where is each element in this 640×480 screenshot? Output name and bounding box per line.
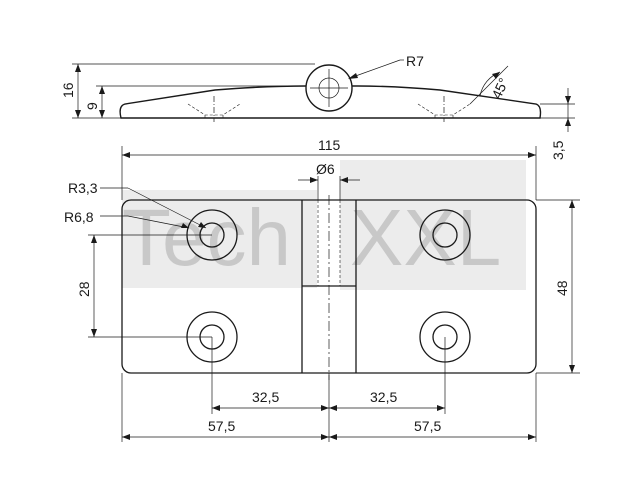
dim-side-radius-knuckle: R7 — [406, 53, 424, 69]
dim-hole-spacing-vertical: 28 — [76, 281, 92, 297]
watermark: Tech XXL — [122, 160, 526, 290]
dim-pin-diameter: Ø6 — [316, 161, 335, 177]
top-view: 115 Ø6 — [64, 137, 580, 442]
dim-half-length-left: 57,5 — [208, 418, 235, 434]
dim-side-thickness: 3,5 — [550, 140, 566, 160]
dim-overall-length: 115 — [318, 137, 341, 153]
dim-counterbore-radius: R6,8 — [64, 209, 94, 225]
hole-top-right — [419, 209, 471, 261]
dim-overall-width: 48 — [554, 280, 570, 296]
dim-hole-offset-right: 32,5 — [370, 389, 397, 405]
dim-side-height-leaf: 9 — [84, 102, 100, 110]
dim-side-height-total: 16 — [60, 82, 76, 98]
dim-hole-offset-left: 32,5 — [252, 389, 279, 405]
watermark-text-xxl: XXL — [350, 193, 501, 282]
watermark-text-tech: Tech — [122, 193, 291, 282]
dim-half-length-right: 57,5 — [414, 418, 441, 434]
dim-hole-radius: R3,3 — [68, 180, 98, 196]
